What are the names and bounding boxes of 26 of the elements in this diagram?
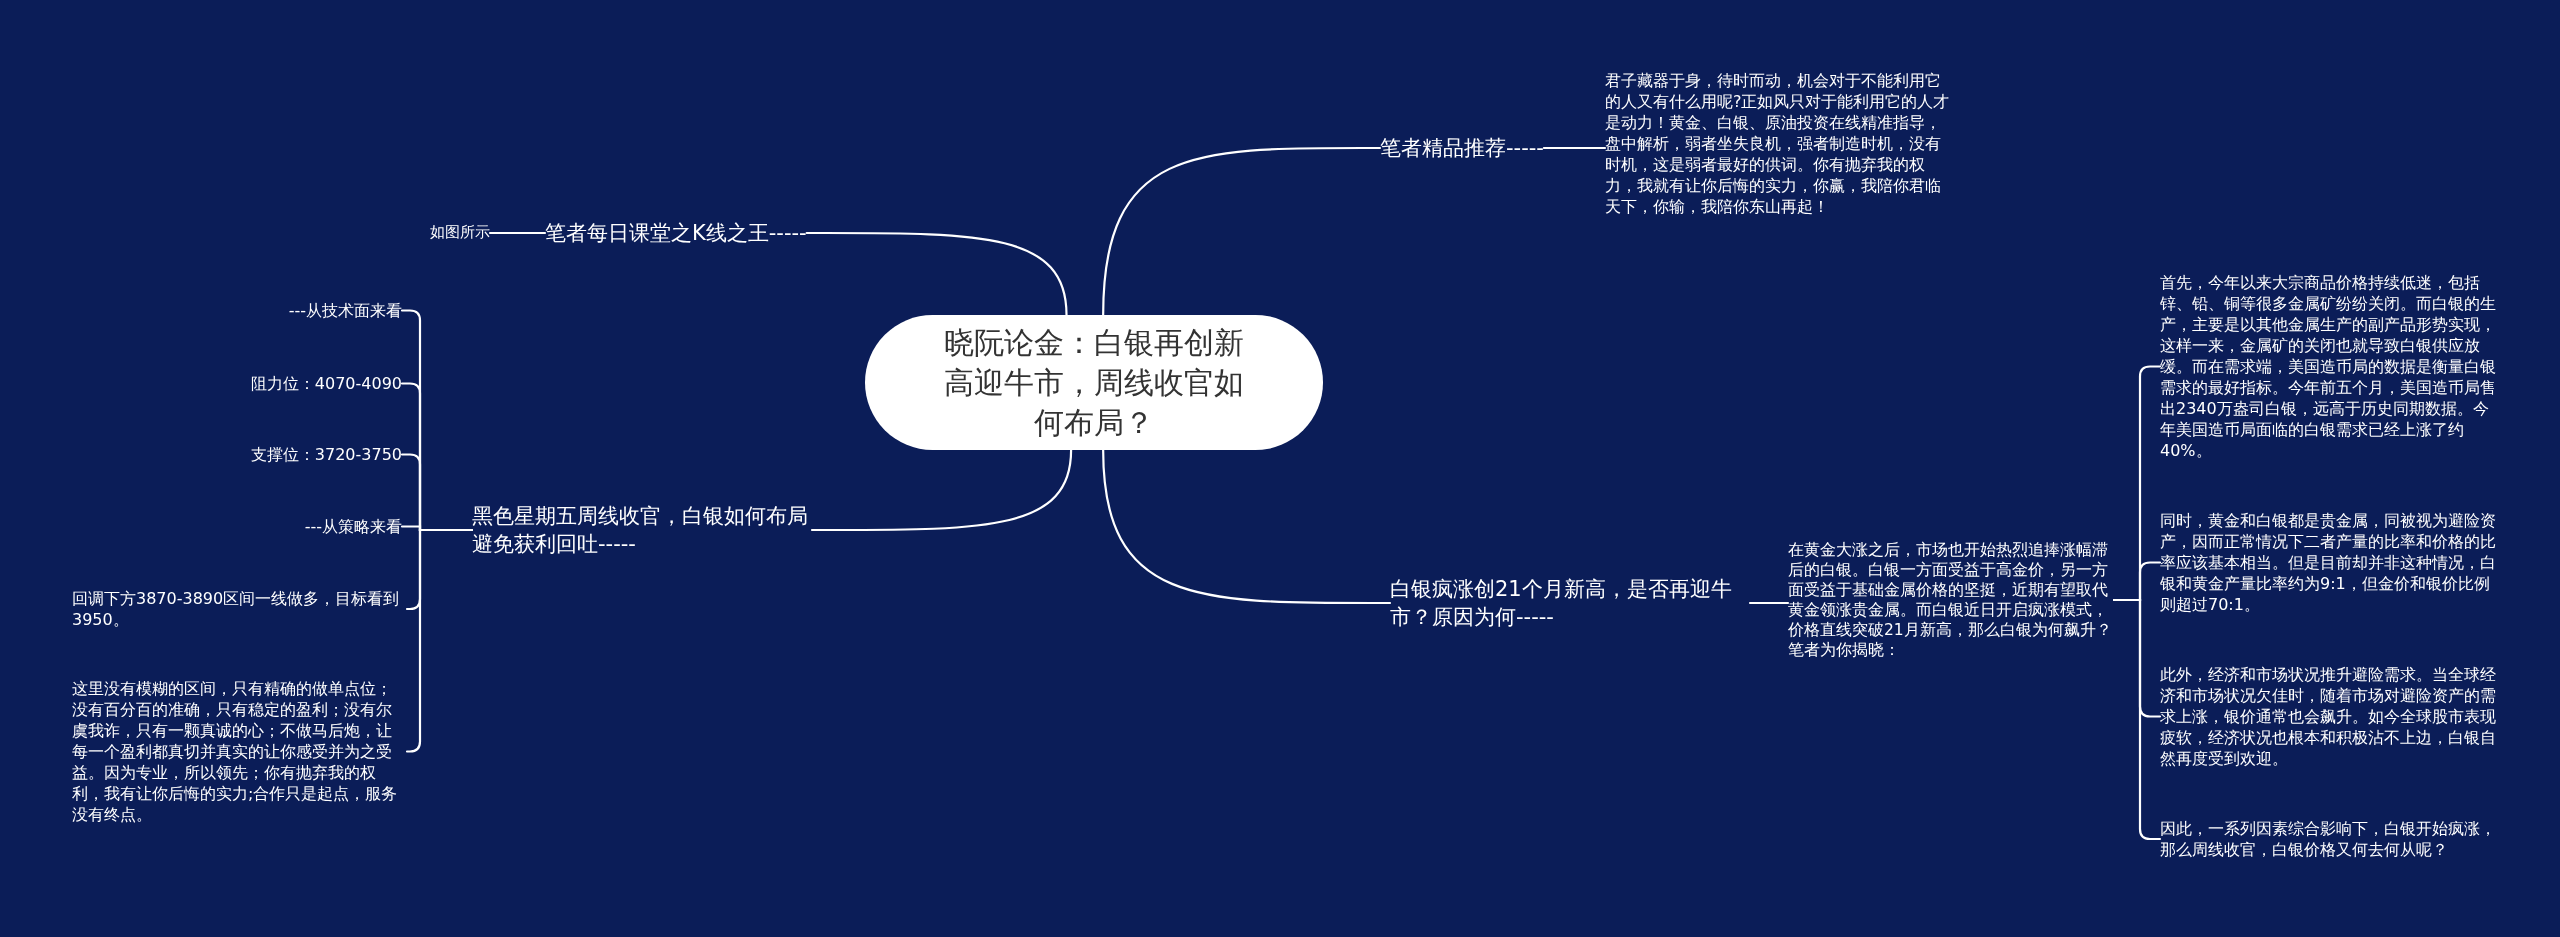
note-label: ---从策略来看 (160, 516, 402, 537)
note-text: 首先，今年以来大宗商品价格持续低迷，包括锌、铅、铜等很多金属矿纷纷关闭。而白银的生产，主要是以其他金属生产的副产品形势实现，这样一来，金属矿的关闭也就导致白银供应放缓。而在需求端，美国造币局的数据是衡量白银需求的最好指标。今年前五个月，美国造币局售出2340万盎司白银，远高于历史同期数据。今年美国造币局面临的白银需求已经上涨了约40%。 (2160, 272, 2500, 461)
note-text: 君子藏器于身，待时而动，机会对于不能利用它的人又有什么用呢?正如风只对于能利用它的人才是动力！黄金、白银、原油投资在线精准指导，盘中解析，弱者坐失良机，强者制造时机，没有时机，这是弱者最好的供词。你有抛弃我的权力，我就有让你后悔的实力，你赢，我陪你君临天下，你输，我陪你东山再起！ (1605, 70, 1953, 217)
note-label: ---从技术面来看 (160, 300, 402, 321)
central-topic: 晓阮论金：白银再创新高迎牛市，周线收官如何布局？ (865, 315, 1323, 450)
note-text: 在黄金大涨之后，市场也开始热烈追捧涨幅滞后的白银。白银一方面受益于高金价，另一方面受益于基础金属价格的坚挺，近期有望取代黄金领涨贵金属。而白银近日开启疯涨模式，价格直线突破21月新高，那么白银为何飙升？笔者为你揭晓： (1788, 540, 2114, 660)
note-label: 如图所示 (400, 222, 490, 242)
note-label: 阻力位：4070-4090 (160, 373, 402, 394)
note-text: 回调下方3870-3890区间一线做多，目标看到3950。 (72, 588, 407, 630)
branch-heading: 黑色星期五周线收官，白银如何布局避免获利回吐----- (472, 502, 812, 558)
connector-line (1102, 146, 1382, 317)
connector-line (405, 528, 474, 753)
connector-line (1748, 601, 1790, 605)
connector-line (488, 231, 547, 235)
note-text: 此外，经济和市场状况推升避险需求。当全球经济和市场状况欠佳时，随着市场对避险资产的需求上涨，银价通常也会飙升。如今全球股市表现疲软，经济状况也根本和积极沾不上边，白银自然再度受到欢迎。 (2160, 664, 2500, 769)
note-text: 这里没有模糊的区间，只有精确的做单点位；没有百分百的准确，只有稳定的盈利；没有尔虞我诈，只有一颗真诚的心；不做马后炮，让每一个盈利都真切并真实的让你感受并为之受益。因为专业，所以领先；你有抛弃我的权利，我有让你后悔的实力;合作只是起点，服务没有终点。 (72, 678, 407, 825)
note-text: 同时，黄金和白银都是贵金属，同被视为避险资产，因而正常情况下二者产量的比率和价格的比率应该基本相当。但是目前却并非这种情况，白银和黄金产量比率约为9:1，但金价和银价比例则超过70:1。 (2160, 510, 2500, 615)
connector-line (1542, 146, 1607, 150)
branch-heading: 白银疯涨创21个月新高，是否再迎牛市？原因为何----- (1390, 575, 1750, 631)
branch-heading: 笔者每日课堂之K线之王----- (545, 219, 807, 247)
connector-line (810, 448, 1073, 532)
connector-line (805, 231, 1068, 317)
note-text: 因此，一系列因素综合影响下，白银开始疯涨，那么周线收官，白银价格又何去何从呢？ (2160, 818, 2500, 860)
connector-line (1102, 448, 1392, 605)
branch-heading: 笔者精品推荐----- (1380, 134, 1544, 162)
note-label: 支撑位：3720-3750 (160, 444, 402, 465)
